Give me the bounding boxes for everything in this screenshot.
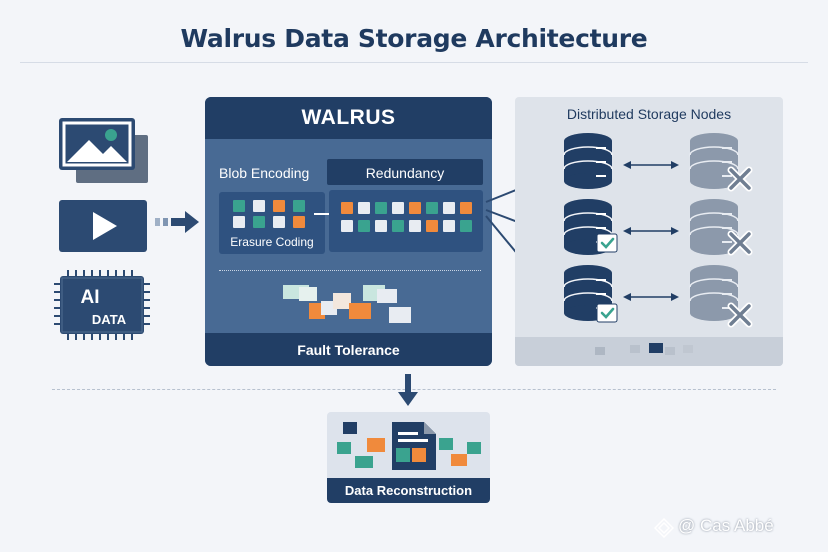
storage-row-1	[563, 132, 749, 189]
storage-row-2	[563, 198, 749, 256]
footer-block	[665, 347, 675, 355]
shard-block	[375, 202, 387, 214]
footer-block	[595, 347, 605, 355]
shard-block	[409, 202, 421, 214]
footer-block	[683, 345, 693, 353]
recon-block	[451, 454, 467, 466]
shard-block	[392, 220, 404, 232]
walrus-panel: WALRUS Blob Encoding Redundancy Erasure …	[205, 97, 492, 366]
recon-block	[467, 442, 481, 454]
walrus-title: WALRUS	[301, 106, 396, 129]
watermark-text: @ Cas Abbé	[678, 516, 774, 535]
data-reconstruction-label: Data Reconstruction	[344, 483, 473, 498]
shard-block	[341, 202, 353, 214]
fragment-block	[333, 293, 351, 309]
blob-block	[273, 200, 285, 212]
down-arrow-icon	[398, 374, 418, 406]
watermark-logo-icon	[654, 518, 674, 538]
recon-block	[343, 422, 357, 434]
recon-footer	[327, 478, 490, 503]
section-divider	[52, 389, 776, 390]
play-icon	[59, 200, 147, 252]
shard-block	[426, 202, 438, 214]
chip-pins	[54, 270, 150, 340]
shard-block	[443, 220, 455, 232]
fault-divider	[219, 270, 481, 271]
erasure-coding-box	[219, 192, 325, 254]
input-arrow-icon	[155, 211, 199, 233]
shard-block	[392, 202, 404, 214]
recon-block	[355, 456, 373, 468]
shard-block	[341, 220, 353, 232]
blob-block	[253, 216, 265, 228]
data-label: DATA	[91, 312, 127, 327]
blob-encoding-label: Blob Encoding	[219, 165, 310, 181]
page-title: Walrus Data Storage Architecture	[180, 24, 648, 53]
storage-nodes-graphic	[563, 132, 783, 366]
blob-block	[293, 200, 305, 212]
recon-block	[367, 438, 385, 452]
fault-tolerance-label: Fault Tolerance	[297, 342, 400, 358]
data-reconstruction-panel: Data Reconstruction	[327, 412, 490, 503]
footer-block	[630, 345, 640, 353]
recon-block	[439, 438, 453, 450]
fragment-block	[299, 287, 317, 301]
fragment-block	[389, 307, 411, 323]
image-icon	[59, 118, 135, 170]
shard-block	[460, 202, 472, 214]
shard-block	[409, 220, 421, 232]
blob-block	[273, 216, 285, 228]
blob-block	[233, 216, 245, 228]
storage-row-3	[563, 264, 749, 324]
ai-label: AI	[80, 287, 100, 308]
footer-block	[649, 343, 663, 353]
blob-block	[253, 200, 265, 212]
shard-block	[375, 220, 387, 232]
recon-block	[337, 442, 351, 454]
blob-block	[293, 216, 305, 228]
redundancy-blocks	[329, 190, 483, 252]
shard-block	[358, 220, 370, 232]
ai-chip-icon	[60, 276, 144, 334]
shard-block	[443, 202, 455, 214]
storage-nodes-title: Distributed Storage Nodes	[566, 106, 732, 122]
blob-block	[233, 200, 245, 212]
erasure-coding-label: Erasure Coding	[230, 235, 314, 249]
walrus-footer	[205, 333, 492, 366]
title-divider	[20, 62, 808, 63]
shard-block	[460, 220, 472, 232]
shard-block	[426, 220, 438, 232]
redundancy-header	[327, 159, 483, 185]
redundancy-label: Redundancy	[365, 165, 445, 181]
walrus-header	[205, 97, 492, 139]
fragment-block	[377, 289, 397, 303]
shard-block	[358, 202, 370, 214]
document-icon	[392, 422, 436, 470]
fragment-block	[349, 303, 371, 319]
